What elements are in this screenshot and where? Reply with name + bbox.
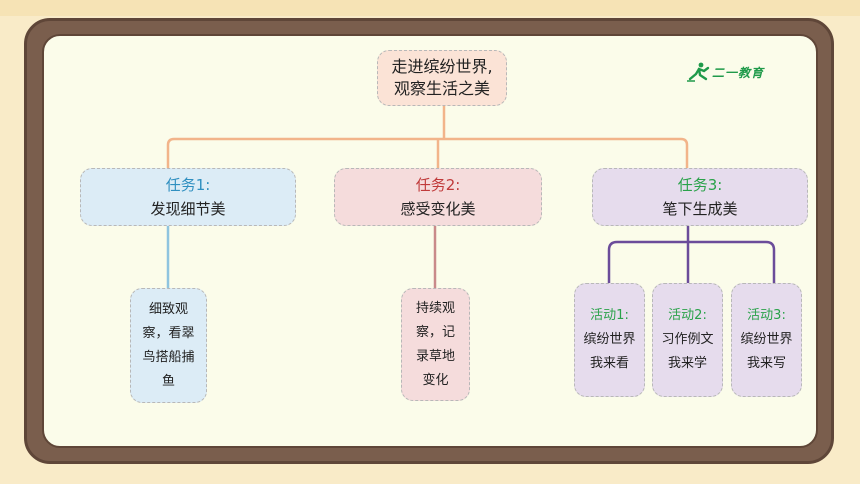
activity-2-node: 活动2: 习作例文我来学 — [652, 283, 723, 397]
task-3-label: 任务3: — [677, 176, 723, 194]
root-line2: 观察生活之美 — [393, 79, 490, 98]
activity-3-node: 活动3: 缤纷世界我来写 — [731, 283, 802, 397]
task-1-detail-node: 细致观察，看翠鸟搭船捕鱼 — [130, 288, 207, 403]
task-2-node: 任务2: 感受变化美 — [334, 168, 542, 226]
task-1-detail: 细致观察，看翠鸟搭船捕鱼 — [142, 301, 195, 389]
activity-1-text: 缤纷世界我来看 — [583, 332, 636, 371]
connector-root-bar — [166, 137, 689, 168]
task-1-node: 任务1: 发现细节美 — [80, 168, 296, 226]
activity-1-label: 活动1: — [590, 308, 629, 323]
root-node: 走进缤纷世界, 观察生活之美 — [377, 50, 507, 106]
logo: 二一教育 — [686, 60, 786, 84]
activity-2-label: 活动2: — [668, 308, 707, 323]
task-1-label: 任务1: — [165, 176, 211, 194]
task-3-node: 任务3: 笔下生成美 — [592, 168, 808, 226]
runner-icon — [687, 62, 710, 82]
task-2-title: 感受变化美 — [400, 200, 476, 218]
activity-1-node: 活动1: 缤纷世界我来看 — [574, 283, 645, 397]
task-2-detail: 持续观察，记录草地变化 — [415, 300, 455, 388]
root-line1: 走进缤纷世界, — [391, 57, 493, 76]
activity-3-text: 缤纷世界我来写 — [740, 332, 793, 371]
connector-task3-bar — [607, 240, 776, 283]
task-2-detail-node: 持续观察，记录草地变化 — [401, 288, 470, 401]
task-1-title: 发现细节美 — [150, 200, 226, 218]
task-3-title: 笔下生成美 — [662, 200, 738, 218]
task-2-label: 任务2: — [415, 176, 461, 194]
top-stripe — [0, 0, 860, 16]
logo-text: 二一教育 — [712, 65, 765, 80]
activity-3-label: 活动3: — [747, 308, 786, 323]
activity-2-text: 习作例文我来学 — [661, 332, 714, 371]
